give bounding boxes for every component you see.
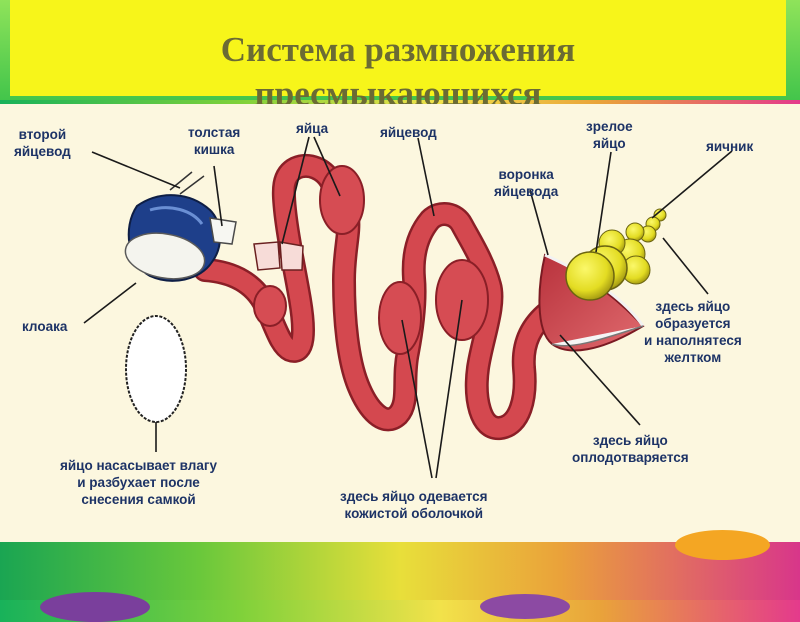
decor-violet-blob-1 [40,592,150,622]
label-cloaca: клоака [22,318,67,335]
label-large-intestine: толстая кишка [188,124,240,158]
label-egg-swells: яйцо насасывает влагу и разбухает после … [60,457,217,508]
label-mature-egg: зрелое яйцо [586,118,633,152]
label-eggs: яйца [296,120,328,137]
label-second-oviduct: второй яйцевод [14,126,71,160]
label-egg-shell: здесь яйцо одевается кожистой оболочкой [340,488,488,522]
label-ovary: яичник [706,138,753,155]
label-egg-formed: здесь яйцо образуется и наполнятеся желт… [644,298,742,366]
leader-egg-formed [663,238,708,294]
label-oviduct-funnel: воронка яйцевода [494,166,558,200]
label-egg-fertilized: здесь яйцо оплодотваряется [572,432,689,466]
leader-ovary [652,151,732,218]
cut-eggs [254,242,303,270]
leader-second-oviduct [92,152,180,188]
oviduct-tube [205,166,580,428]
title-line-1: Система размножения [10,28,786,72]
bottom-gradient-band [0,542,800,600]
leader-cloaca [84,283,136,323]
decor-violet-blob-2 [480,594,570,619]
leader-oviduct [418,138,434,216]
label-oviduct: яйцевод [380,124,437,141]
swollen-egg [126,316,186,422]
leader-fertilized [560,335,640,425]
